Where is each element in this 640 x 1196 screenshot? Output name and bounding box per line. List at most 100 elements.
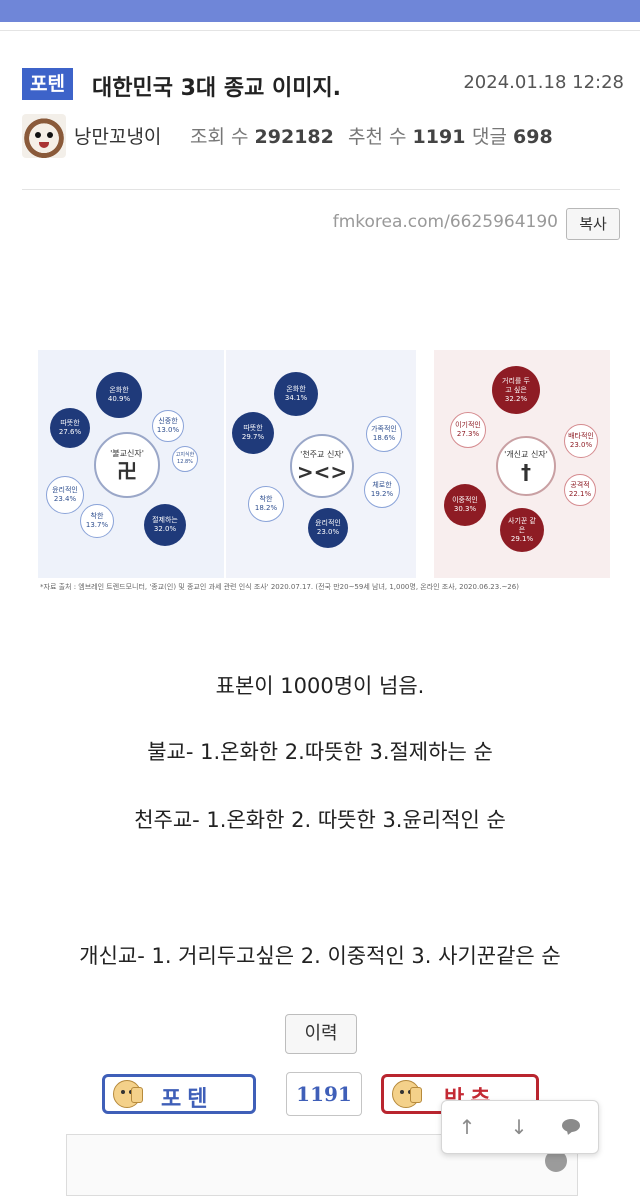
item-value: 32.2% — [504, 394, 528, 403]
item-value: 23.0% — [316, 528, 340, 536]
catholic-item: 착한 18.2% — [248, 486, 284, 522]
infographic-source: *자료 출처 : 엠브레인 트렌드모니터, '종교(인) 및 종교인 과세 관련… — [40, 583, 519, 591]
category-badge[interactable]: 포텐 — [22, 68, 73, 100]
buddhism-center: '불교신자' 卍 — [94, 432, 160, 498]
vote-count: 1191 — [286, 1072, 362, 1116]
buddhism-item: 온화한 40.9% — [96, 372, 142, 418]
floating-nav: ↑ ↓ — [441, 1100, 599, 1154]
protestant-item: 이기적인 27.3% — [450, 412, 486, 448]
item-value: 30.3% — [453, 505, 477, 513]
item-value: 27.3% — [456, 430, 480, 438]
comments-label: 댓글 — [472, 126, 507, 148]
protestant-item: 거리를 두고 싶은 32.2% — [492, 366, 540, 414]
post-title: 대한민국 3대 종교 이미지. — [92, 76, 342, 101]
item-label: 체로한 — [372, 481, 392, 489]
protestant-panel: '개신교 신자' † 거리를 두고 싶은 32.2% 이기적인 27.3% 배타… — [434, 350, 610, 578]
item-label: 가족적인 — [371, 425, 397, 433]
catholic-item: 따뜻한 29.7% — [232, 412, 274, 454]
religion-image-infographic: '불교신자' 卍 온화한 40.9% 따뜻한 27.6% 신중한 13.0% 고… — [38, 350, 612, 600]
item-value: 23.4% — [53, 495, 77, 503]
buddhism-symbol: 卍 — [117, 458, 137, 483]
catholic-panel: '천주교 신자' ><> 온화한 34.1% 따뜻한 29.7% 가족적인 18… — [226, 350, 416, 578]
body-line-4: 개신교- 1. 거리두고싶은 2. 이중적인 3. 사기꾼같은 순 — [79, 944, 561, 968]
catholic-center: '천주교 신자' ><> — [290, 434, 354, 498]
protestant-center-label: '개신교 신자' — [504, 449, 548, 459]
item-value: 13.7% — [85, 521, 109, 529]
protestant-item: 배타적인 23.0% — [564, 424, 598, 458]
scroll-down-icon[interactable]: ↓ — [510, 1115, 528, 1139]
recommend-stat: 추천 수 1191 — [348, 122, 465, 149]
item-label: 고지식한 — [175, 452, 195, 458]
recommend-label: 추천 수 — [348, 126, 407, 148]
item-label: 따뜻한 — [60, 419, 80, 427]
buddhism-item: 신중한 13.0% — [152, 410, 184, 442]
body-line-2: 불교- 1.온화한 2.따뜻한 3.절제하는 순 — [147, 740, 493, 764]
item-value: 18.6% — [372, 434, 396, 442]
item-value: 18.2% — [254, 504, 278, 512]
item-label: 온화한 — [109, 386, 129, 394]
catholic-item: 온화한 34.1% — [274, 372, 318, 416]
item-label: 윤리적인 — [52, 486, 78, 494]
protestant-item: 이중적인 30.3% — [444, 484, 486, 526]
comments-stat: 댓글 698 — [472, 122, 553, 149]
item-label: 따뜻한 — [243, 424, 263, 432]
scroll-up-icon[interactable]: ↑ — [458, 1115, 476, 1139]
item-label: 배타적인 — [568, 432, 594, 440]
author-name[interactable]: 낭만꼬냉이 — [74, 126, 162, 148]
buddhism-item: 윤리적인 23.4% — [46, 476, 84, 514]
catholic-item: 가족적인 18.6% — [366, 416, 402, 452]
recommend-count: 1191 — [412, 126, 466, 148]
comments-count: 698 — [513, 126, 553, 148]
post-date: 2024.01.18 12:28 — [463, 72, 624, 93]
item-label: 신중한 — [158, 417, 178, 425]
item-value: 13.0% — [156, 426, 180, 434]
catholic-center-label: '천주교 신자' — [300, 449, 344, 459]
buddhism-item: 착한 13.7% — [80, 504, 114, 538]
post-header: 포텐 대한민국 3대 종교 이미지. 2024.01.18 12:28 낭만꼬냉… — [22, 60, 624, 180]
body-line-1: 표본이 1000명이 넘음. — [215, 674, 425, 698]
comment-bubble-icon[interactable] — [556, 1113, 586, 1141]
item-value: 19.2% — [370, 490, 394, 498]
buddhism-item: 따뜻한 27.6% — [50, 408, 90, 448]
item-label: 사기꾼 같은 — [508, 516, 536, 534]
thumb-icon — [131, 1087, 143, 1103]
item-value: 29.1% — [510, 534, 534, 543]
item-label: 윤리적인 — [315, 519, 341, 527]
body-line-3: 천주교- 1.온화한 2. 따뜻한 3.윤리적인 순 — [134, 808, 506, 832]
buddhism-item: 고지식한 12.8% — [172, 446, 198, 472]
item-label: 거리를 두고 싶은 — [502, 376, 530, 394]
item-label: 착한 — [259, 495, 273, 503]
item-label: 이중적인 — [452, 496, 478, 504]
header-divider — [22, 189, 620, 190]
item-value: 32.0% — [153, 525, 177, 533]
history-button[interactable]: 이력 — [285, 1014, 357, 1054]
item-value: 29.7% — [241, 433, 265, 441]
item-label: 온화한 — [286, 385, 306, 393]
views-count: 292182 — [254, 126, 334, 148]
protestant-item: 공격적 22.1% — [564, 474, 596, 506]
top-status-bar — [0, 0, 640, 22]
post-url[interactable]: fmkorea.com/6625964190 — [332, 212, 558, 232]
top-divider — [0, 30, 640, 31]
item-label: 공격적 — [570, 481, 590, 489]
thumb-icon — [410, 1087, 422, 1103]
vote-up-button[interactable]: 포텐 — [102, 1074, 256, 1114]
views-stat: 조회 수 292182 — [190, 122, 334, 149]
avatar[interactable] — [22, 114, 66, 158]
catholic-symbol: ><> — [296, 459, 348, 484]
buddhism-item: 절제하는 32.0% — [144, 504, 186, 546]
protestant-item: 사기꾼 같은 29.1% — [500, 508, 544, 552]
item-value: 34.1% — [284, 394, 308, 402]
protestant-center: '개신교 신자' † — [496, 436, 556, 496]
item-label: 착한 — [90, 512, 104, 520]
copy-url-button[interactable]: 복사 — [566, 208, 620, 240]
protestant-symbol: † — [521, 459, 531, 484]
item-value: 12.8% — [177, 459, 193, 465]
item-label: 절제하는 — [152, 516, 178, 524]
views-label: 조회 수 — [190, 126, 249, 148]
item-label: 이기적인 — [455, 421, 481, 429]
item-value: 22.1% — [568, 490, 592, 498]
info-icon[interactable] — [545, 1150, 567, 1172]
item-value: 23.0% — [569, 441, 593, 449]
vote-up-label: 포텐 — [161, 1087, 214, 1112]
